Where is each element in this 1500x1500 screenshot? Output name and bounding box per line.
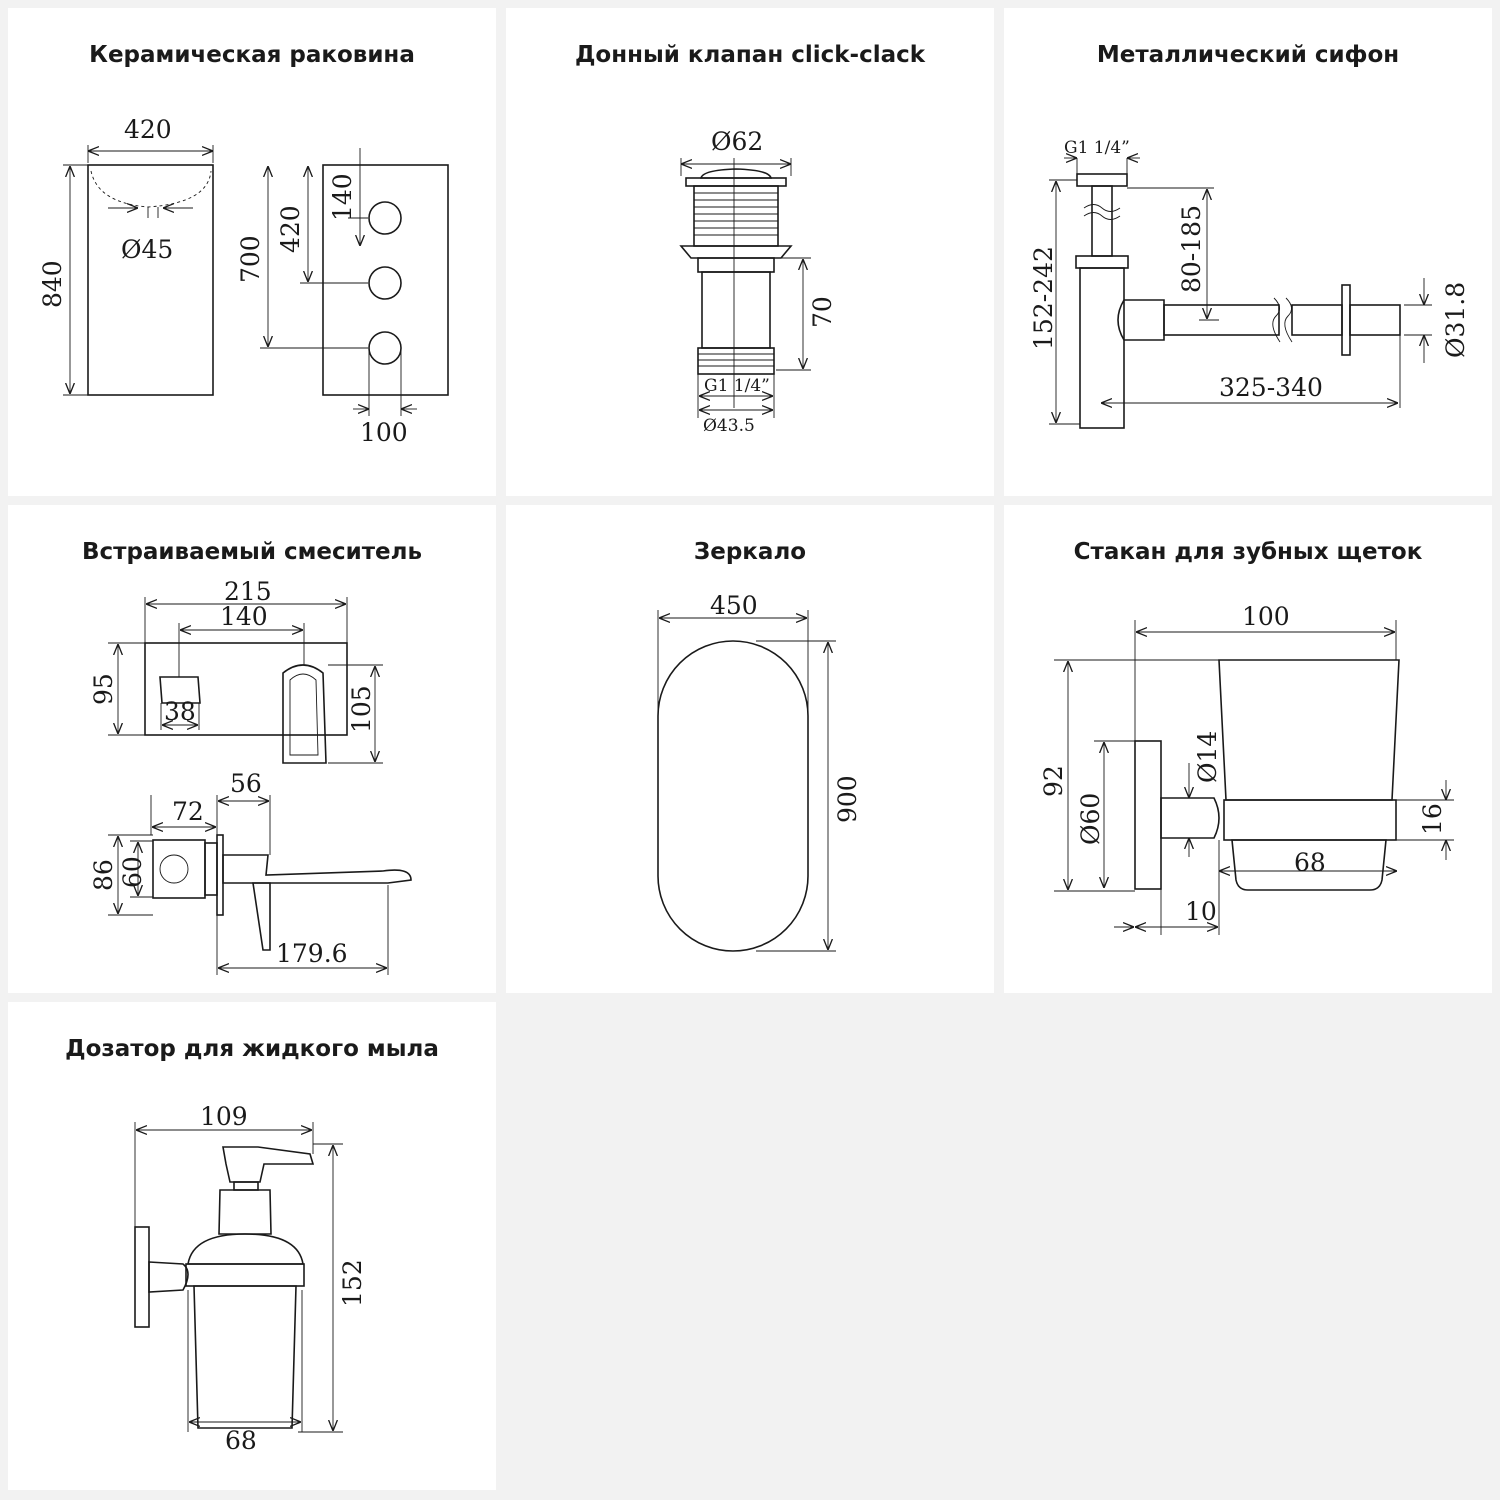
mirror-height-label: 900 [833, 775, 862, 823]
cup-cup-label: 68 [1294, 848, 1326, 877]
valve-thread-label: G1 1/4” [704, 376, 770, 396]
siphon-drawing: G1 1/4” 152-242 80-185 325-340 Ø31.8 [1029, 138, 1470, 429]
cup-drawing: 100 92 Ø60 Ø14 16 68 10 [1039, 602, 1454, 935]
siphon-thread-label: G1 1/4” [1064, 138, 1130, 158]
cup-height-label: 92 [1039, 765, 1068, 797]
mixer-drawing: 215 140 95 105 38 72 56 86 60 179.6 [89, 577, 412, 975]
panel-title: Зеркало [693, 539, 807, 565]
dispenser-drawing: 109 152 68 [134, 1102, 367, 1455]
basin-width-label: 420 [124, 115, 172, 144]
valve-drawing: Ø62 70 G1 1/4” Ø43.5 [679, 127, 837, 436]
panel-title: Металлический сифон [1096, 42, 1400, 68]
mixer-spout-label: 179.6 [276, 939, 348, 968]
dispenser-height-label: 152 [338, 1259, 367, 1307]
panel-soap-dispenser: Дозатор для жидкого мыла 109 152 68 [8, 1002, 496, 1490]
dispenser-width-label: 109 [200, 1102, 248, 1131]
siphon-pipe-label: Ø31.8 [1441, 282, 1470, 358]
basin-h140-label: 140 [328, 173, 357, 221]
valve-diameter-label: Ø43.5 [703, 416, 755, 436]
siphon-rise-label: 80-185 [1177, 205, 1206, 293]
siphon-height-label: 152-242 [1029, 246, 1058, 350]
mirror-drawing: 450 900 [657, 591, 862, 952]
mirror-width-label: 450 [710, 591, 758, 620]
panel-title: Керамическая раковина [89, 42, 415, 68]
mixer-button-label: 38 [164, 697, 196, 726]
mixer-height2-label: 105 [347, 685, 376, 733]
cup-ring-label: 16 [1418, 803, 1447, 835]
mixer-depth1-label: 72 [172, 797, 204, 826]
basin-depth-label: 100 [360, 418, 408, 447]
dispenser-bottle-label: 68 [225, 1426, 257, 1455]
cup-width-label: 100 [1242, 602, 1290, 631]
mixer-width-label: 215 [224, 577, 272, 606]
siphon-length-label: 325-340 [1219, 373, 1323, 402]
cup-pin-label: Ø14 [1193, 731, 1222, 783]
valve-cap-label: Ø62 [711, 127, 763, 156]
basin-drawing: Ø45 420 840 140 420 700 100 [38, 115, 449, 447]
mixer-height-label: 95 [89, 673, 118, 705]
panel-ceramic-basin: Керамическая раковина Ø45 420 840 140 42… [8, 8, 496, 496]
panel-title: Донный клапан click-clack [574, 42, 926, 68]
basin-h420-label: 420 [276, 205, 305, 253]
mixer-inner-label: 140 [220, 602, 268, 631]
cup-base-label: Ø60 [1076, 793, 1105, 845]
mixer-d86-label: 86 [89, 859, 118, 891]
mixer-d60-label: 60 [118, 856, 147, 888]
basin-hole-label: Ø45 [121, 235, 173, 264]
cup-offset-label: 10 [1185, 897, 1217, 926]
panel-title: Дозатор для жидкого мыла [65, 1036, 439, 1062]
mixer-depth2-label: 56 [230, 769, 262, 798]
basin-height2-label: 700 [236, 235, 265, 283]
panel-title: Встраиваемый смеситель [81, 539, 423, 565]
panel-mirror: Зеркало 450 900 [506, 505, 994, 993]
panel-click-clack-valve: Донный клапан click-clack Ø62 70 [506, 8, 994, 496]
basin-height-label: 840 [38, 260, 67, 308]
panel-built-in-mixer: Встраиваемый смеситель 215 140 95 105 38 [8, 505, 496, 993]
valve-height-label: 70 [808, 296, 837, 328]
panel-metal-siphon: Металлический сифон G1 1/4” 152-242 80-1… [1004, 8, 1492, 496]
panel-title: Стакан для зубных щеток [1073, 539, 1423, 565]
panel-toothbrush-cup: Стакан для зубных щеток 100 92 Ø60 Ø14 1… [1004, 505, 1492, 993]
